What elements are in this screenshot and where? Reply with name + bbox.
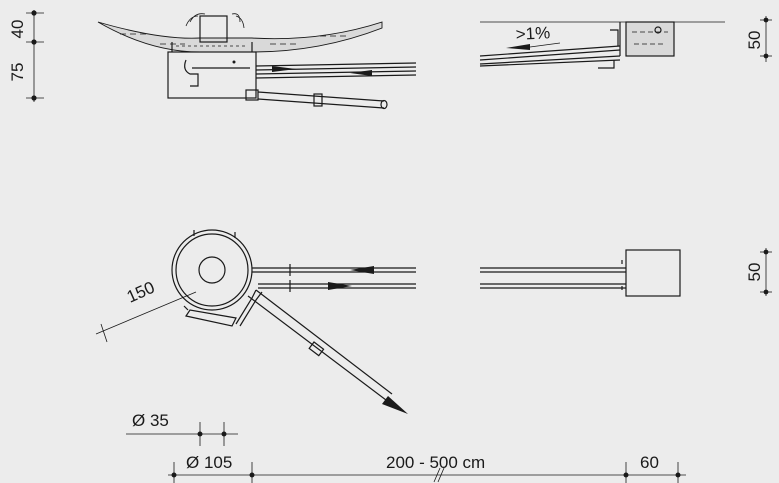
right-side-height-dimension: 50	[745, 16, 772, 62]
radius-label: 150	[124, 278, 158, 307]
dia-large-label: Ø 105	[186, 453, 232, 472]
diameter-small-dimension: Ø 35	[126, 411, 238, 446]
side-view-box: >1%	[479, 21, 725, 69]
dim-50-top-label: 50	[745, 31, 764, 50]
dim-50-plan-label: 50	[745, 263, 764, 282]
dia-small-label: Ø 35	[132, 411, 169, 430]
side-height-dimension: 40 75	[8, 10, 44, 102]
slope-label: >1%	[515, 23, 550, 44]
side-view-pump	[97, 13, 417, 110]
plan-view-pump: 150	[95, 229, 416, 414]
box-width-label: 60	[640, 453, 659, 472]
plan-view-box	[480, 249, 681, 297]
right-plan-height-dimension: 50	[745, 248, 772, 296]
dim-75-label: 75	[8, 63, 27, 82]
overall-length-dimension: Ø 105 200 - 500 cm 60	[168, 453, 686, 483]
dim-40-label: 40	[8, 20, 27, 39]
distance-label: 200 - 500 cm	[386, 453, 485, 472]
